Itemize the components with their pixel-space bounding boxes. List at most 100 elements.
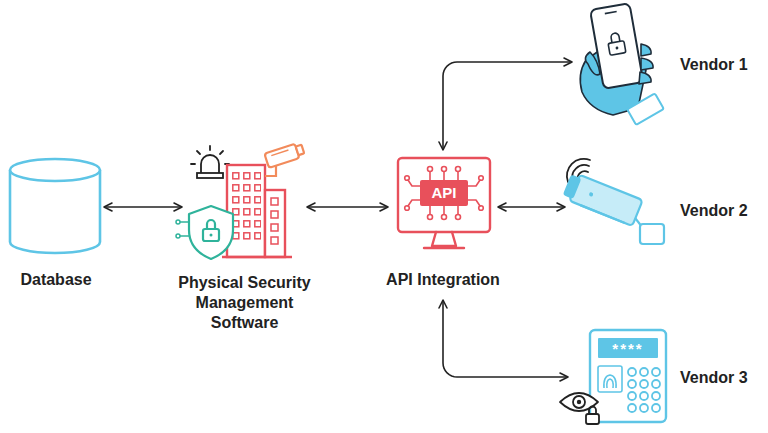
connector-arrow [498, 206, 565, 208]
shield-lock-icon [176, 234, 180, 238]
software-node: Physical Security Management Software [182, 140, 307, 335]
eye-lock-icon [589, 407, 596, 415]
shield-lock-icon [180, 235, 189, 237]
keypad-icon [590, 330, 666, 422]
circuit-traces [428, 167, 433, 172]
node-label: Database [8, 270, 104, 290]
circuit-traces [456, 167, 461, 172]
building-icon [271, 211, 278, 218]
node-label: Vendor 2 [680, 201, 762, 221]
keypad-keys [628, 392, 636, 400]
eye-lock-icon [560, 393, 599, 424]
keypad-keys [628, 404, 636, 412]
connector-arrow [307, 206, 388, 208]
security-camera-icon [296, 145, 304, 155]
node-label: Physical Security Management Software [162, 273, 327, 333]
circuit-traces [408, 200, 420, 206]
camera-body [580, 205, 625, 223]
shield-lock-icon [207, 220, 215, 229]
keypad-keys [640, 368, 648, 376]
alarm-light-icon [191, 163, 195, 165]
fingerprint-reader [598, 366, 622, 392]
building-icon [232, 172, 261, 242]
keypad-keys [652, 368, 660, 376]
shield-lock-icon [189, 206, 233, 259]
circuit-traces [442, 167, 447, 172]
shield-lock-icon [176, 206, 233, 259]
keypad-keys [640, 380, 648, 388]
camera-body [588, 192, 593, 197]
security-camera-icon [265, 166, 276, 176]
connector-arrow [443, 62, 572, 150]
circuit-traces [405, 176, 410, 181]
phone-outline [590, 3, 643, 89]
circuit-traces [457, 172, 459, 180]
building-icon [227, 165, 265, 257]
keypad-keys [628, 368, 660, 412]
alarm-light-icon [191, 146, 229, 178]
hand-phone-icon [580, 3, 664, 125]
keypad-keys [652, 392, 660, 400]
vendor-node: Vendor 1 [572, 12, 762, 122]
camera-icon [563, 172, 664, 244]
circuit-traces [479, 176, 484, 181]
alarm-light-icon [220, 151, 223, 154]
phone-outline [615, 46, 618, 49]
alarm-light-icon [197, 151, 200, 154]
keypad-keys [652, 404, 660, 412]
fingerprint-reader [607, 379, 613, 388]
connector-arrow [443, 300, 568, 377]
hand-phone-icon [585, 52, 600, 75]
api-monitor-icon [398, 158, 490, 232]
camera-body [563, 172, 643, 226]
connector-arrow [104, 206, 182, 208]
sleeve-cuff [627, 93, 664, 125]
circuit-traces [442, 215, 447, 220]
camera-body [569, 175, 643, 226]
vendor-node: Vendor 2 [565, 155, 762, 250]
node-label: Vendor 3 [680, 368, 762, 388]
shield-lock-icon [180, 221, 189, 223]
phone-outline [605, 12, 617, 14]
hand-phone-icon [641, 44, 651, 56]
keypad-display-text: **** [598, 338, 658, 358]
circuit-traces [468, 180, 480, 186]
sleeve-cuff [627, 93, 664, 125]
alarm-light-icon [201, 155, 219, 173]
alarm-light-icon [209, 146, 211, 150]
vendor-node: Vendor 3 [568, 325, 762, 430]
shield-lock-icon [203, 229, 219, 241]
camera-body [564, 176, 580, 198]
node-label: API Integration [368, 270, 518, 290]
api-node: APIAPI Integration [388, 150, 498, 300]
keypad-keys [640, 404, 648, 412]
building-icon [222, 165, 292, 257]
api-chip [420, 180, 468, 206]
circuit-traces [429, 206, 431, 214]
circuit-traces [468, 200, 480, 206]
circuit-traces [428, 215, 433, 220]
keypad-display [598, 338, 658, 358]
circuit-traces [457, 206, 459, 214]
security-camera-icon [264, 142, 305, 176]
security-camera-icon [271, 150, 288, 156]
database-cylinder [10, 170, 100, 253]
api-monitor-icon [424, 247, 464, 249]
eye-lock-icon [586, 414, 599, 424]
circuit-traces [405, 206, 410, 211]
building-icon [271, 198, 278, 205]
shield-lock-icon [176, 220, 180, 224]
fingerprint-reader [598, 366, 622, 392]
shield-lock-icon [210, 234, 213, 237]
eye-lock-icon [577, 400, 581, 404]
alarm-light-icon [197, 173, 223, 178]
keypad-keys [652, 380, 660, 388]
circuit-traces [479, 206, 484, 211]
circuit-traces [443, 206, 445, 214]
circuit-traces [408, 180, 420, 186]
fingerprint-reader [604, 375, 616, 388]
